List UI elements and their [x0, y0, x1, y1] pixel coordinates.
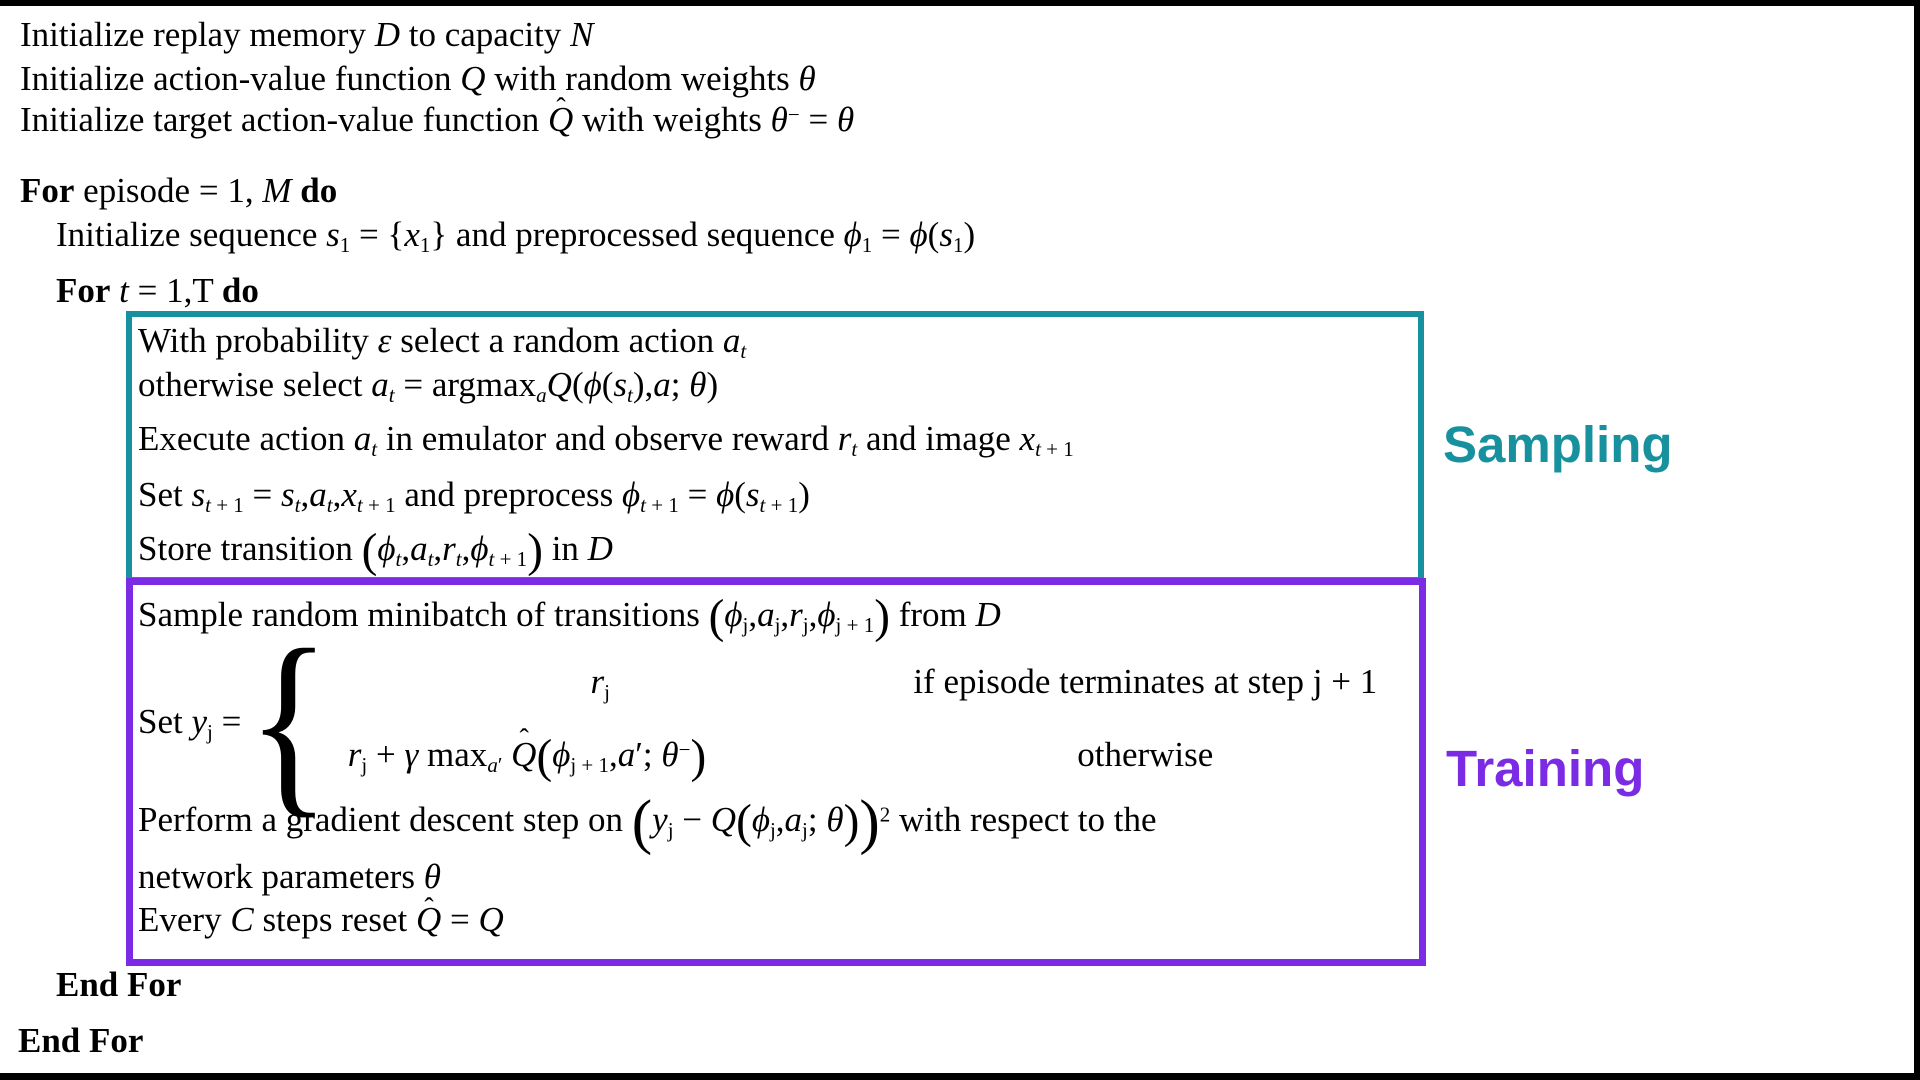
case-value-terminal: rj	[590, 662, 611, 704]
slide-border-right	[1914, 0, 1920, 1080]
algorithm-line-13: Perform a gradient descent step on (yj −…	[138, 788, 1157, 857]
training-box	[126, 578, 1426, 966]
sampling-label: Sampling	[1443, 416, 1673, 473]
algorithm-line-6: For t = 1,T do	[56, 271, 259, 310]
algorithm-line-8: otherwise select at = argmaxaQ(ϕ(st),a; …	[138, 365, 719, 407]
slide-border-top	[0, 0, 1920, 6]
algorithm-line-1: Initialize replay memory D to capacity N	[20, 15, 594, 54]
q-target-piecewise-equation: Set yj = { rj if episode terminates at s…	[138, 608, 1438, 835]
algorithm-line-10: Set st + 1 = st,at,xt + 1 and preprocess…	[138, 475, 810, 517]
algorithm-line-7: With probability ε select a random actio…	[138, 321, 747, 363]
algorithm-line-3: Initialize target action-value function …	[20, 93, 855, 139]
case-condition-nonterminal: otherwise	[1077, 735, 1214, 774]
cases-grid: rj if episode terminates at step j + 1 r…	[348, 649, 1438, 795]
algorithm-line-17: End For	[18, 1021, 144, 1060]
algorithm-line-9: Execute action at in emulator and observ…	[138, 419, 1074, 461]
slide-border-bottom	[0, 1073, 1920, 1080]
algorithm-line-16: End For	[56, 965, 182, 1004]
equation-lhs: Set yj =	[138, 702, 242, 744]
training-label: Training	[1446, 740, 1645, 797]
case-condition-terminal: if episode terminates at step j + 1	[913, 662, 1378, 701]
cases-brace: {	[247, 608, 332, 835]
algorithm-line-14: network parameters θ	[138, 857, 441, 896]
algorithm-line-5: Initialize sequence s1 = {x1} and prepro…	[56, 215, 976, 257]
algorithm-line-2: Initialize action-value function Q with …	[20, 59, 816, 98]
algorithm-line-11: Store transition (ϕt,at,rt,ϕt + 1) in D	[138, 525, 613, 578]
algorithm-line-4: For episode = 1, M do	[20, 171, 338, 210]
algorithm-line-12: Sample random minibatch of transitions (…	[138, 591, 1001, 644]
